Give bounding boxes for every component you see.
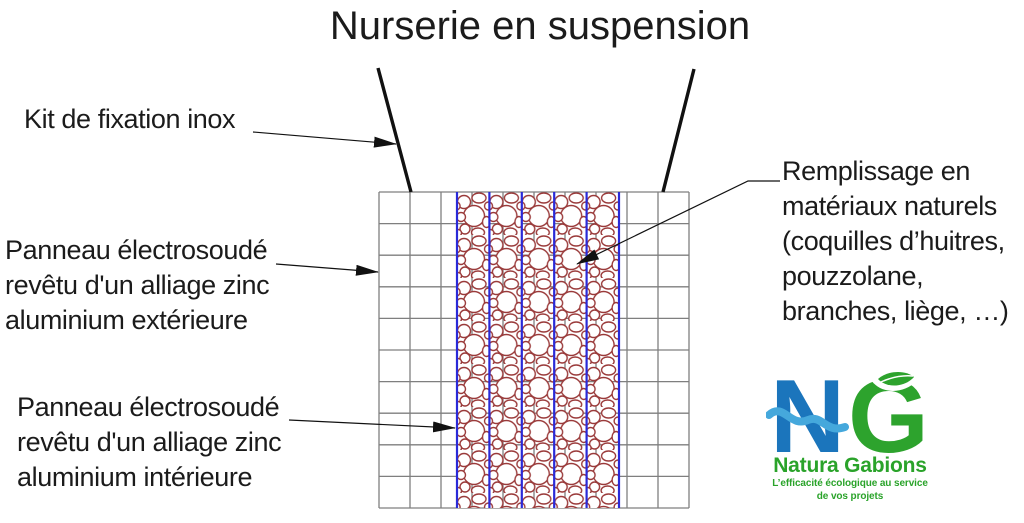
label-panneau-exterieur-line2: revêtu d'un alliage zinc (5, 270, 270, 300)
label-kit-fixation-text: Kit de fixation inox (24, 104, 236, 134)
label-remplissage-line3: (coquilles d’huitres, (782, 226, 1005, 256)
label-panneau-interieur-line3: aluminium intérieure (17, 462, 253, 492)
logo-name: Natura Gabions (773, 454, 927, 477)
page-title: Nurserie en suspension (329, 4, 751, 48)
label-remplissage-line4: pouzzolane, (782, 261, 924, 291)
logo-wave-icon (766, 407, 849, 433)
suspension-cables (376, 67, 696, 193)
logo-leaf-vein (880, 375, 914, 383)
inner-panel-lines (455, 192, 621, 508)
label-remplissage-line2: matériaux naturels (782, 191, 997, 221)
ng-monogram-icon: N G (766, 366, 929, 456)
natural-materials-fill (457, 192, 619, 508)
logo-tagline-line2: de vos projets (816, 491, 884, 502)
natura-gabions-logo: N G Natura Gabions L’efficacité écologiq… (766, 366, 934, 503)
leader-panneau-interieur (288, 419, 456, 433)
label-kit-fixation: Kit de fixation inox (24, 102, 236, 137)
leader-remplissage (576, 180, 780, 265)
label-remplissage: Remplissage en matériaux naturels (coqui… (782, 154, 1009, 329)
label-panneau-interieur-line1: Panneau électrosoudé (17, 392, 280, 422)
label-panneau-interieur: Panneau électrosoudé revêtu d'un alliage… (17, 390, 282, 495)
label-remplissage-line5: branches, liège, …) (782, 296, 1009, 326)
leader-panneau-exterieur (275, 263, 379, 276)
logo-tagline-line1: L’efficacité écologique au service (772, 478, 928, 489)
label-remplissage-line1: Remplissage en (782, 156, 971, 186)
leader-lines (252, 131, 780, 433)
label-panneau-exterieur-line3: aluminium extérieure (5, 305, 248, 335)
label-panneau-interieur-line2: revêtu d'un alliage zinc (17, 427, 282, 457)
label-panneau-exterieur: Panneau électrosoudé revêtu d'un alliage… (5, 233, 270, 338)
label-panneau-exterieur-line1: Panneau électrosoudé (5, 235, 268, 265)
leader-kit-fixation (252, 131, 397, 148)
